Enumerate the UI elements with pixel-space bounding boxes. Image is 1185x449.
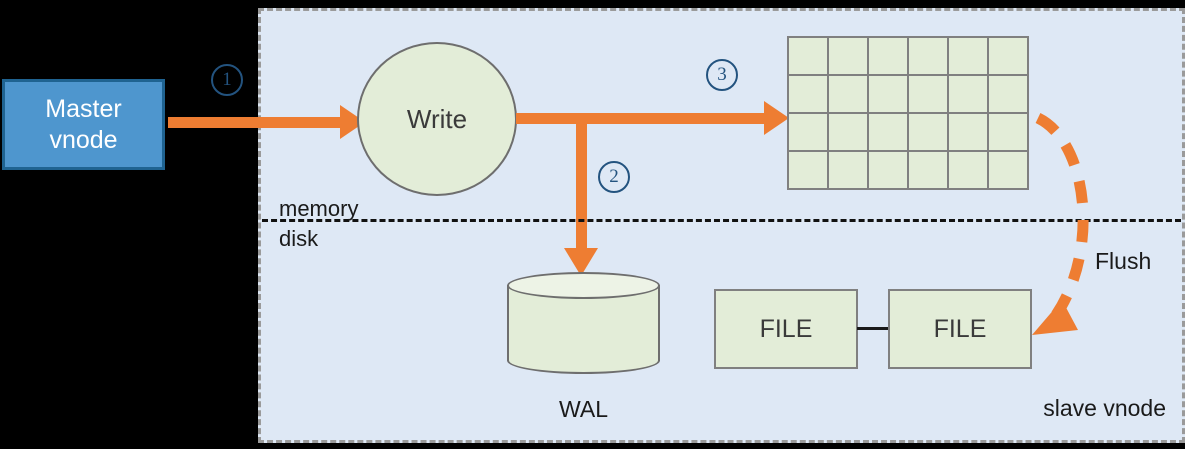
wal-label: WAL xyxy=(559,396,608,422)
memory-grid-cell xyxy=(867,150,909,190)
memory-grid-cell xyxy=(987,74,1029,114)
flush-arrow-head-icon xyxy=(1032,300,1078,335)
memory-grid-cell xyxy=(867,74,909,114)
memory-grid-cell xyxy=(827,36,869,76)
flush-arrow xyxy=(1032,113,1089,335)
memory-grid-body xyxy=(787,36,1029,190)
memory-grid-cell xyxy=(947,74,989,114)
connector-write-to-wal xyxy=(576,118,587,254)
memory-label: memory xyxy=(279,196,359,221)
memory-grid xyxy=(787,36,1029,190)
file-box-1-label: FILE xyxy=(759,314,813,343)
file-box-2-label: FILE xyxy=(933,314,987,343)
write-node[interactable]: Write xyxy=(357,42,517,196)
file-box-1[interactable]: FILE xyxy=(714,289,858,369)
master-vnode-line2: vnode xyxy=(49,125,118,154)
wal-cylinder-top xyxy=(507,272,660,299)
memory-grid-cell xyxy=(867,112,909,152)
file-link-connector xyxy=(857,327,889,330)
step-number-1: 1 xyxy=(211,64,243,96)
memory-grid-cell xyxy=(987,112,1029,152)
memory-grid-cell xyxy=(907,112,949,152)
memory-grid-cell xyxy=(827,74,869,114)
connector-master-to-write xyxy=(168,117,344,128)
arrow-head-3-icon xyxy=(764,101,789,135)
memory-grid-cell xyxy=(787,112,829,152)
master-vnode-box[interactable]: Master vnode xyxy=(2,79,165,170)
master-vnode-label: Master vnode xyxy=(45,94,121,155)
slave-vnode-label: slave vnode xyxy=(1043,395,1166,421)
connector-write-to-memory xyxy=(516,113,778,124)
step-number-2: 2 xyxy=(598,161,630,193)
memory-disk-divider xyxy=(262,219,1181,222)
memory-grid-cell xyxy=(907,74,949,114)
memory-grid-cell xyxy=(827,150,869,190)
memory-grid-row xyxy=(787,112,1029,152)
memory-grid-cell xyxy=(947,112,989,152)
disk-label: disk xyxy=(279,226,319,251)
write-node-label: Write xyxy=(406,103,468,134)
memory-grid-cell xyxy=(907,150,949,190)
memory-grid-row xyxy=(787,150,1029,190)
step-number-3: 3 xyxy=(706,59,738,91)
step-2-value: 2 xyxy=(609,166,619,187)
step-3-value: 3 xyxy=(717,64,727,85)
step-1-value: 1 xyxy=(222,69,232,90)
memory-grid-cell xyxy=(947,150,989,190)
memory-grid-cell xyxy=(867,36,909,76)
memory-grid-cell xyxy=(787,74,829,114)
memory-grid-row xyxy=(787,74,1029,114)
file-box-2[interactable]: FILE xyxy=(888,289,1032,369)
memory-grid-cell xyxy=(787,36,829,76)
memory-grid-cell xyxy=(987,150,1029,190)
master-vnode-line1: Master xyxy=(45,95,122,123)
memory-grid-cell xyxy=(827,112,869,152)
memory-grid-cell xyxy=(907,36,949,76)
wal-cylinder[interactable] xyxy=(507,272,660,374)
memory-grid-row xyxy=(787,36,1029,76)
flush-arrow-path xyxy=(1035,113,1089,319)
memory-grid-cell xyxy=(947,36,989,76)
memory-grid-cell xyxy=(987,36,1029,76)
memory-grid-cell xyxy=(787,150,829,190)
flush-label: Flush xyxy=(1095,248,1152,274)
